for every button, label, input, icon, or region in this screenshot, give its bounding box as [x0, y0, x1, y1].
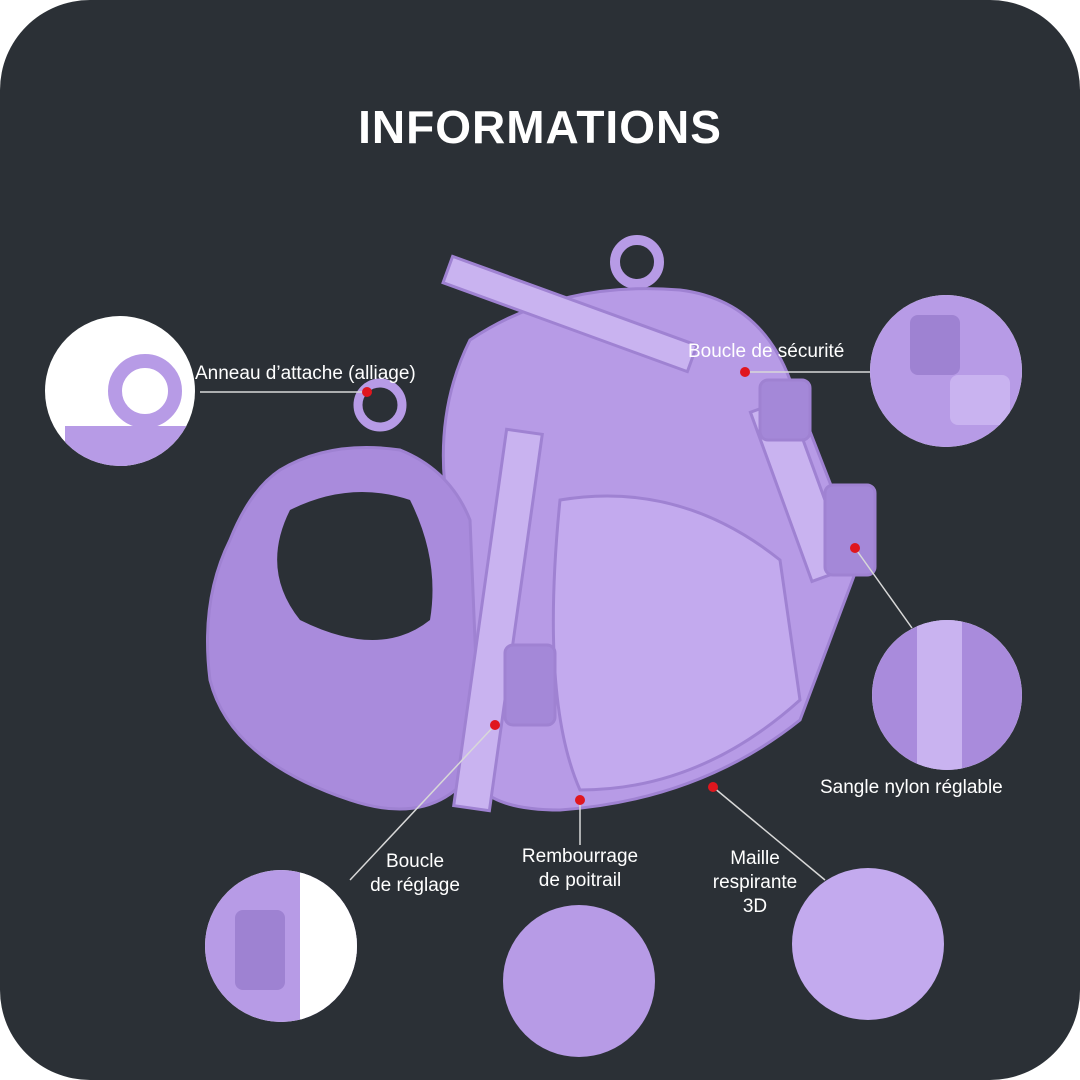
label-line: respirante	[712, 872, 798, 893]
label-line: de poitrail	[538, 870, 622, 891]
marker-padding	[575, 795, 585, 805]
label-line: 3D	[742, 896, 768, 917]
label-adjust-buckle: Boucle de réglage	[355, 850, 475, 898]
callout-markers	[362, 367, 860, 805]
label-padding: Rembourrage de poitrail	[505, 845, 655, 893]
detail-adjust-buckle-image	[205, 870, 357, 1022]
nylon-strap-front	[452, 427, 544, 813]
detail-padding-image	[503, 905, 655, 1057]
detail-mesh-image	[792, 868, 944, 1020]
marker-ring	[362, 387, 372, 397]
adjust-buckle	[503, 643, 557, 727]
side-d-ring	[353, 378, 407, 432]
label-ring: Anneau d’attache (alliage)	[195, 363, 416, 384]
label-nylon-strap: Sangle nylon réglable	[820, 777, 1003, 798]
detail-safety-buckle-image	[870, 295, 1022, 447]
detail-nylon-strap-image	[872, 620, 1022, 770]
label-safety-buckle: Boucle de sécurité	[688, 341, 845, 362]
marker-adjust-buckle	[490, 720, 500, 730]
label-line: Maille	[730, 848, 780, 869]
marker-mesh	[708, 782, 718, 792]
strap-slider	[823, 483, 877, 577]
label-line: de réglage	[370, 875, 460, 896]
top-d-ring	[610, 235, 664, 289]
detail-ring-image	[45, 316, 195, 466]
nylon-strap-top	[441, 254, 699, 374]
marker-safety-buckle	[740, 367, 750, 377]
marker-strap	[850, 543, 860, 553]
label-line: Boucle	[385, 851, 445, 872]
page-title: INFORMATIONS	[358, 101, 722, 153]
label-mesh: Maille respirante 3D	[700, 847, 810, 919]
safety-buckle	[758, 378, 812, 442]
label-line: Rembourrage	[521, 846, 639, 867]
